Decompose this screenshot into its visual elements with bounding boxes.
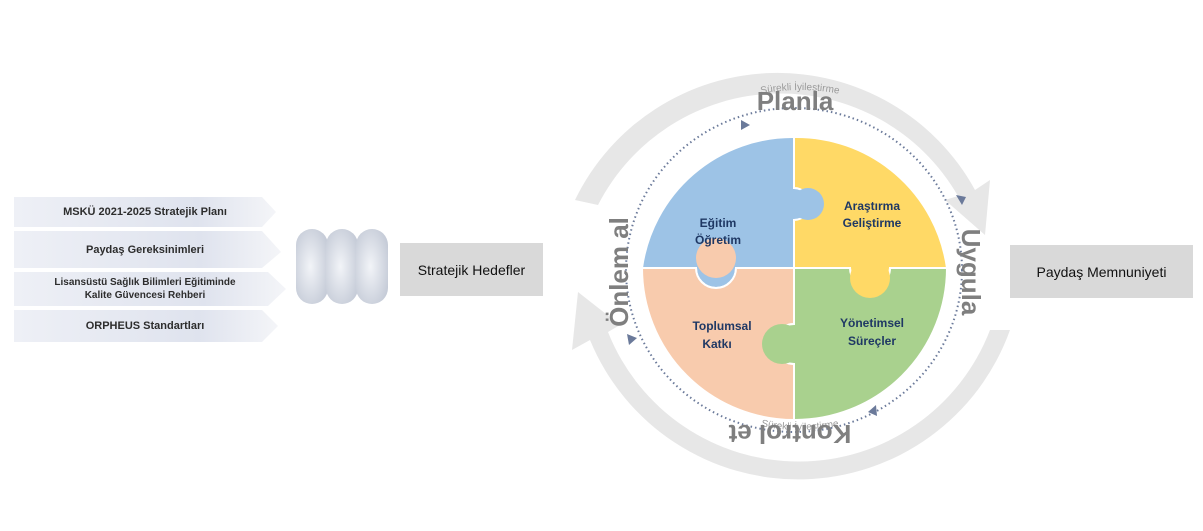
input-orpheus-label: ORPHEUS Standartları [85,320,205,332]
management-label-2: Süreçler [848,334,896,348]
input-stakeholder-needs-label: Paydaş Gereksinimleri [85,243,204,256]
society-label-2: Katkı [702,337,731,351]
puzzle-graphic [640,135,949,422]
dotted-arrow-act [627,334,637,345]
input-quality-guide-line1: Lisansüstü Sağlık Bilimleri Eğitiminde [54,277,236,288]
continuous-improvement-bottom: Sürekli İyileştirme [760,418,839,433]
strategic-goals-box: Stratejik Hedefler [400,243,543,296]
dotted-arrow-do [956,195,966,205]
input-quality-guide-line2: Kalite Güvencesi Rehberi [84,290,206,301]
puzzle-knob-management [762,324,802,364]
outer-arrow-bottom [572,292,1010,480]
input-quality-guide: Lisansüstü Sağlık Bilimleri Eğitiminde K… [14,272,276,306]
dotted-cycle-ring [625,107,963,433]
stakeholder-satisfaction-box: Paydaş Memnuniyeti [1010,245,1193,298]
cycle-plan-label: Planla [757,86,834,116]
input-box-shape-3 [14,272,286,306]
puzzle-knob-society [696,238,736,278]
research-label-1: Araştırma [844,199,900,213]
stakeholder-satisfaction-label: Paydaş Memnuniyeti [1036,263,1167,280]
cycle-do-label: Uygula [956,229,986,316]
input-orpheus: ORPHEUS Standartları [14,310,276,342]
puzzle-knob-research [850,258,890,298]
cycle-check-label: Kontrol et [728,419,851,449]
management-label-1: Yönetimsel [840,316,904,330]
input-strategic-plan: MSKÜ 2021-2025 Stratejik Planı [14,197,276,227]
input-stakeholder-needs: Paydaş Gereksinimleri [14,231,276,268]
education-label-2: Öğretim [695,232,741,247]
research-label-2: Geliştirme [843,216,902,230]
cycle-act-label: Önlem al [604,217,634,327]
education-label-1: Eğitim [700,216,737,230]
dotted-arrow-check [868,405,877,416]
input-box-shape-1 [14,197,276,227]
continuous-improvement-top: Sürekli İyileştirme [760,80,841,97]
funnel-cylinder-1 [296,229,328,304]
input-box-shape-2 [14,231,281,268]
strategic-goals-label: Stratejik Hedefler [417,261,526,278]
input-strategic-plan-label: MSKÜ 2021-2025 Stratejik Planı [63,206,227,218]
input-box-shape-4 [14,310,278,342]
funnel-cylinder-2 [326,229,358,304]
puzzle-knob-education [792,188,824,220]
outer-arrow-top [575,72,990,235]
dotted-arrow-plan [741,120,750,130]
funnel-cylinder-3 [356,229,388,304]
society-label-1: Toplumsal [692,319,751,333]
